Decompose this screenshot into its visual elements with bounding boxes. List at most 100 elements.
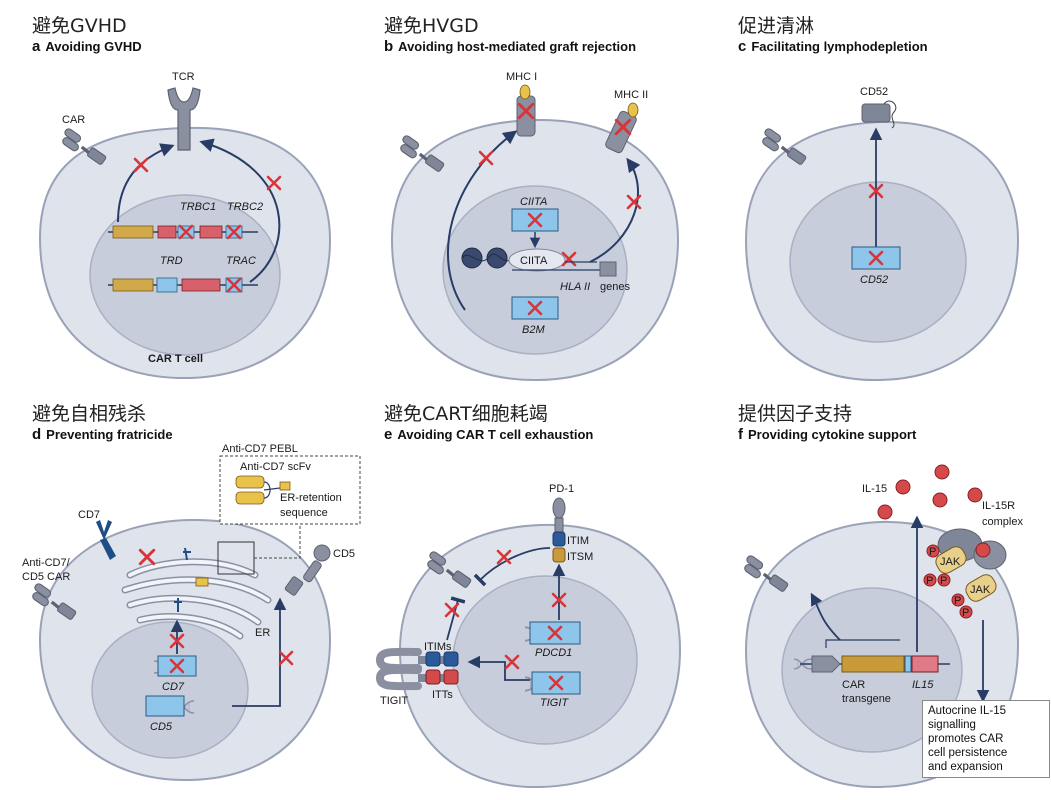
il15-molecule xyxy=(877,504,893,520)
cd7-gene-label: CD7 xyxy=(162,681,185,693)
panel-a-title-cn: 避免GVHD xyxy=(32,15,127,37)
panel-e-title-en: Avoiding CAR T cell exhaustion xyxy=(397,427,594,442)
il15-gene-label: IL15 xyxy=(912,679,934,691)
trbc2-label: TRBC2 xyxy=(227,201,263,213)
hla2-label-italic: HLA II xyxy=(560,281,590,293)
itts-label: ITTs xyxy=(432,689,453,701)
il15-molecule xyxy=(967,487,983,503)
nucleus xyxy=(91,621,249,759)
p-label: P xyxy=(929,546,936,558)
panel-f-title-en: Providing cytokine support xyxy=(748,427,917,442)
tigit-label: TIGIT xyxy=(380,695,408,707)
cd5-label: CD5 xyxy=(333,548,355,560)
mhc1-label: MHC I xyxy=(506,71,537,83)
panel-d-letter: d xyxy=(32,426,42,443)
hla2-gene-box xyxy=(599,261,617,277)
er-retention-label-line2: sequence xyxy=(280,507,328,519)
p-label: P xyxy=(954,595,961,607)
scfv-icon xyxy=(235,475,291,505)
jak-label-1: JAK xyxy=(940,556,961,568)
panel-a-title-en: Avoiding GVHD xyxy=(45,39,142,54)
panel-c-title-cn: 促进清淋 xyxy=(738,15,815,37)
car-label: CAR xyxy=(62,114,85,126)
phospho-groups xyxy=(923,544,973,619)
cd52-gene-label: CD52 xyxy=(860,274,888,286)
car-t-cell-label: CAR T cell xyxy=(148,353,203,365)
note-line: Autocrine IL-15 xyxy=(928,705,1006,717)
panel-b-title-en: Avoiding host-mediated graft rejection xyxy=(398,39,637,54)
note-line: signalling xyxy=(928,719,976,731)
panel-f-heading: 提供因子支持 f Providing cytokine support xyxy=(738,402,916,443)
chromatin-icon xyxy=(461,247,513,269)
note-line: and expansion xyxy=(928,761,1003,773)
arrow-to-tcr-left xyxy=(117,143,175,223)
nucleus xyxy=(452,575,638,745)
cd52-protein-label: CD52 xyxy=(860,86,888,98)
il15r-label-line2: complex xyxy=(982,516,1023,528)
panel-a-heading: 避免GVHD a Avoiding GVHD xyxy=(32,14,142,55)
panel-a-letter: a xyxy=(32,38,41,55)
tra-locus xyxy=(108,277,258,293)
car-transgene-label-line2: transgene xyxy=(842,693,891,705)
zoom-connector xyxy=(254,524,301,559)
tigit-gene-label: TIGIT xyxy=(540,697,569,709)
hla2-label-genes: genes xyxy=(600,281,630,293)
cd5-gene-box xyxy=(145,695,185,717)
cd5-gene-label: CD5 xyxy=(150,721,173,733)
trbc1-label: TRBC1 xyxy=(180,201,216,213)
jak-icon xyxy=(935,546,997,602)
panel-a-diagram: TCR CAR TRBC1 TRBC2 xyxy=(38,71,332,380)
er-retention-label-line1: ER-retention xyxy=(280,492,342,504)
panel-c-title-en: Facilitating lymphodepletion xyxy=(751,39,928,54)
pebl-marker-icon xyxy=(174,598,182,612)
jak-label-2: JAK xyxy=(970,584,991,596)
tcr-receptor-icon xyxy=(167,87,201,151)
pebl-marker-icon xyxy=(183,547,191,561)
itims-label: ITIMs xyxy=(424,641,452,653)
autocrine-note-box: Autocrine IL-15 signalling promotes CAR … xyxy=(922,700,1050,778)
arrow-cd5 xyxy=(232,597,287,707)
scfv-label: Anti-CD7 scFv xyxy=(240,461,311,473)
il15r-label-line1: IL-15R xyxy=(982,500,1015,512)
scfv-marker-icon xyxy=(195,577,209,587)
panel-f-title-cn: 提供因子支持 xyxy=(738,403,853,425)
note-line: promotes CAR xyxy=(928,733,1004,745)
cd5-protein-icon xyxy=(284,544,331,596)
panel-b-letter: b xyxy=(384,38,394,55)
il15-molecule xyxy=(895,479,911,495)
panel-e-diagram: PD-1 ITIM ITSM PDCD1 TIGIT xyxy=(375,483,682,789)
arrow-to-mhc2 xyxy=(589,157,641,263)
cd7-protein-icon xyxy=(96,520,116,560)
ciita-gene-label: CIITA xyxy=(520,196,547,208)
car-label-line2: CD5 CAR xyxy=(22,571,70,583)
arrow-to-mhc1 xyxy=(446,130,518,311)
mhc1-icon xyxy=(516,84,536,137)
arrow-tigit xyxy=(467,655,530,681)
ciita-protein xyxy=(508,248,566,272)
tcr-label: TCR xyxy=(172,71,195,83)
il15-molecule xyxy=(934,464,950,480)
trb-locus xyxy=(108,224,258,240)
trac-label: TRAC xyxy=(226,255,256,267)
panel-e-letter: e xyxy=(384,426,393,443)
panel-f-letter: f xyxy=(738,426,743,443)
panel-d-title-cn: 避免自相残杀 xyxy=(32,403,147,425)
pdcd1-label: PDCD1 xyxy=(535,647,572,659)
car-label-line1: Anti-CD7/ xyxy=(22,557,71,569)
panel-e-heading: 避免CART细胞耗竭 e Avoiding CAR T cell exhausti… xyxy=(384,402,593,443)
cd7-label: CD7 xyxy=(78,509,100,521)
itim-label: ITIM xyxy=(567,535,589,547)
tigit-receptor-icon xyxy=(375,647,459,691)
panel-e-title-cn: 避免CART细胞耗竭 xyxy=(384,403,548,425)
inhibition-pd1 xyxy=(473,547,551,587)
car-transgene-box xyxy=(841,655,905,673)
mhc2-label: MHC II xyxy=(614,89,648,101)
b2m-label: B2M xyxy=(522,324,545,336)
panel-b-diagram: MHC I MHC II CIITA xyxy=(390,71,680,382)
il15-label: IL-15 xyxy=(862,483,887,495)
arrow-car-expression xyxy=(810,592,841,641)
